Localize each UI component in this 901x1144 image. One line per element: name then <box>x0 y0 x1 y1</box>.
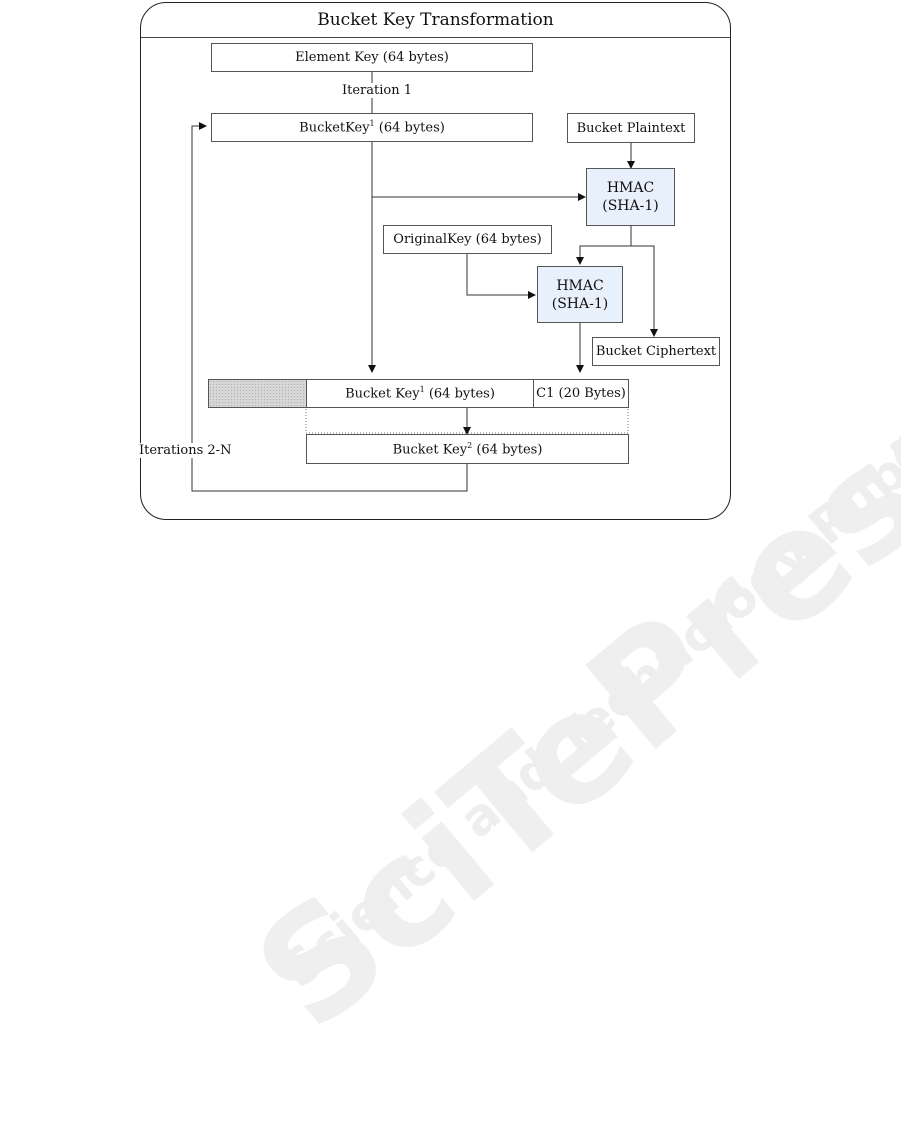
element-key-box: Element Key (64 bytes) <box>211 43 533 72</box>
bucket-key-2-box: Bucket Key2 (64 bytes) <box>306 434 629 464</box>
concat-bucket-key-1-box: Bucket Key1 (64 bytes) <box>306 379 534 408</box>
wire-hmac1-to-hmac2 <box>580 226 631 264</box>
iteration-1-label: Iteration 1 <box>340 83 414 98</box>
wire-originalkey-to-hmac2 <box>467 254 535 295</box>
padding-segment <box>208 379 307 408</box>
concat-bucket-key-1-label: Bucket Key1 (64 bytes) <box>345 385 495 401</box>
original-key-box: OriginalKey (64 bytes) <box>383 225 552 254</box>
c1-label: C1 (20 Bytes) <box>536 386 626 401</box>
bucket-plaintext-label: Bucket Plaintext <box>577 121 686 136</box>
hmac-1-subtitle: (SHA-1) <box>602 197 658 215</box>
bucket-key-1-box: BucketKey1 (64 bytes) <box>211 113 533 142</box>
wire-hmac1-to-ciphertext <box>631 246 654 336</box>
iterations-2-n-label: Iterations 2-N <box>137 443 233 458</box>
bucket-key-1-label: BucketKey1 (64 bytes) <box>299 119 445 135</box>
bucket-ciphertext-box: Bucket Ciphertext <box>592 337 720 366</box>
original-key-label: OriginalKey (64 bytes) <box>393 232 541 247</box>
bucket-plaintext-box: Bucket Plaintext <box>567 113 695 143</box>
c1-box: C1 (20 Bytes) <box>533 379 629 408</box>
hmac-sha1-box-2: HMAC (SHA-1) <box>537 266 623 323</box>
hmac-1-title: HMAC <box>607 179 654 197</box>
bucket-ciphertext-label: Bucket Ciphertext <box>596 344 716 359</box>
bucket-key-2-label: Bucket Key2 (64 bytes) <box>393 441 543 457</box>
hmac-2-subtitle: (SHA-1) <box>552 295 608 313</box>
element-key-label: Element Key (64 bytes) <box>295 50 449 65</box>
hmac-2-title: HMAC <box>556 277 603 295</box>
hmac-sha1-box-1: HMAC (SHA-1) <box>586 168 675 226</box>
